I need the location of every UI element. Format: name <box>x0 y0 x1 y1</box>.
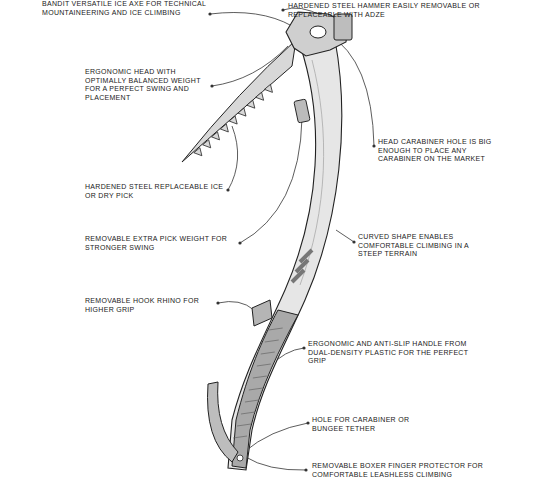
pick <box>182 40 296 162</box>
leader-dots <box>208 8 375 471</box>
callout-label: HOLE FOR CARABINER OR BUNGEE TETHER <box>312 416 442 433</box>
leader-line <box>218 302 254 310</box>
shaft <box>228 40 342 470</box>
shaft-shade <box>300 60 324 285</box>
callout-label: REMOVABLE EXTRA PICK WEIGHT FOR STRONGER… <box>85 235 235 252</box>
callout-label: REMOVABLE BOXER FINGER PROTECTOR FOR COM… <box>312 462 512 479</box>
head-carabiner-hole <box>310 26 326 38</box>
shaft-stripes <box>292 250 312 282</box>
hammer <box>334 14 352 40</box>
pick-weight <box>294 99 310 123</box>
callout-label: BANDIT VERSATILE ICE AXE FOR TECHNICAL M… <box>42 0 207 17</box>
grip <box>232 310 298 468</box>
bottom-hole <box>237 455 243 461</box>
callout-label: CURVED SHAPE ENABLES COMFORTABLE CLIMBIN… <box>358 233 483 259</box>
callout-label: ERGONOMIC AND ANTI-SLIP HANDLE FROM DUAL… <box>308 340 483 366</box>
leader-line <box>228 126 238 190</box>
leader-line <box>240 118 302 243</box>
callout-label: HARDENED STEEL HAMMER EASILY REMOVABLE O… <box>288 2 483 19</box>
hook-rhino <box>252 300 272 326</box>
leader-line <box>336 230 354 242</box>
leader-lines <box>210 8 374 470</box>
callout-label: ERGONOMIC HEAD WITH OPTIMALLY BALANCED W… <box>85 68 210 102</box>
pick-teeth <box>194 84 273 155</box>
grip-ribs <box>233 328 283 438</box>
finger-protector <box>208 382 239 462</box>
leader-line <box>244 423 308 452</box>
callout-label: REMOVABLE HOOK RHINO FOR HIGHER GRIP <box>85 297 215 314</box>
callout-label: HARDENED STEEL REPLACEABLE ICE OR DRY PI… <box>85 183 225 200</box>
callout-label: HEAD CARABINER HOLE IS BIG ENOUGH TO PLA… <box>378 138 503 164</box>
leader-line <box>210 13 292 27</box>
